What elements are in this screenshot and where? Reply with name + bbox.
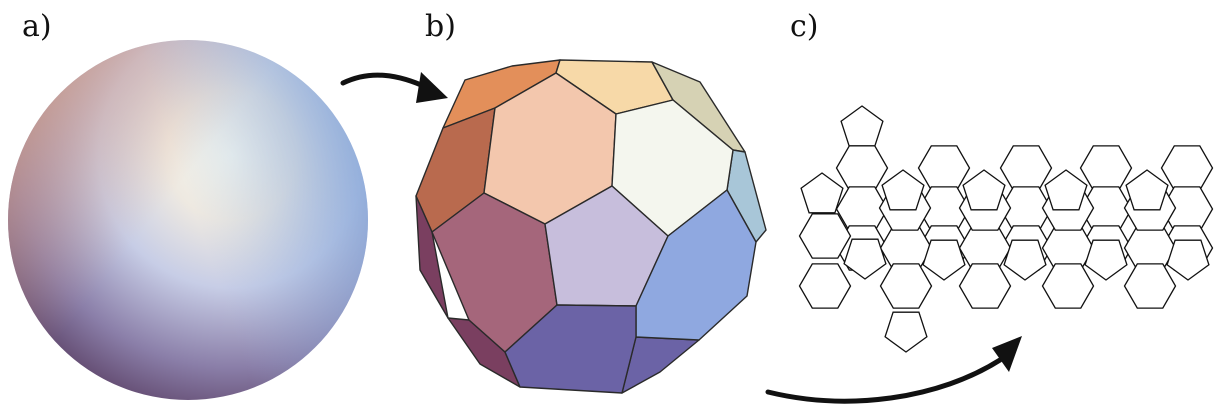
net-hexagon bbox=[879, 263, 933, 309]
net-pentagon bbox=[1003, 239, 1047, 281]
net-pentagon bbox=[922, 239, 966, 281]
net-hexagon bbox=[835, 145, 889, 191]
net-pentagon bbox=[1125, 169, 1169, 211]
sphere bbox=[8, 40, 368, 400]
net-pentagon bbox=[962, 169, 1006, 211]
net-hexagon bbox=[917, 145, 971, 191]
arrow-sphere-to-polyhedron bbox=[340, 72, 448, 103]
net-pentagon bbox=[1044, 169, 1088, 211]
net-hexagon bbox=[1041, 263, 1095, 309]
face-indigo-hexagon bbox=[504, 304, 637, 394]
net-pentagon bbox=[1084, 239, 1128, 281]
panel-label-b: b) bbox=[425, 9, 456, 44]
face-left-lower bbox=[415, 195, 449, 319]
net-hexagon bbox=[1079, 145, 1133, 191]
panel-label-a: a) bbox=[22, 9, 52, 44]
net-hexagon bbox=[1123, 263, 1177, 309]
panel-label-c: c) bbox=[790, 9, 819, 44]
net-hexagon bbox=[999, 145, 1053, 191]
net-pentagon bbox=[800, 172, 844, 214]
net-hexagon bbox=[958, 263, 1012, 309]
polyhedron-net bbox=[798, 105, 1214, 353]
net-hexagon bbox=[798, 263, 852, 309]
polyhedron bbox=[415, 59, 767, 394]
net-pentagon bbox=[840, 105, 884, 147]
net-pentagon bbox=[843, 238, 887, 280]
net-pentagon bbox=[884, 311, 928, 353]
arrow-polyhedron-to-net bbox=[765, 336, 1022, 404]
net-hexagon bbox=[1160, 145, 1214, 191]
net-hexagon bbox=[798, 213, 852, 259]
net-pentagon bbox=[881, 169, 925, 211]
net-pentagon bbox=[1166, 239, 1210, 281]
